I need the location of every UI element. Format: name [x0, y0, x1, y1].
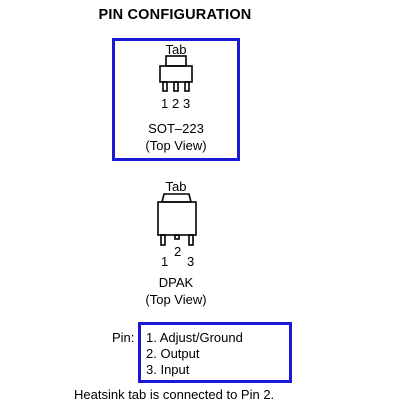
dpak-tab — [160, 193, 193, 203]
page-title: PIN CONFIGURATION — [98, 7, 252, 23]
dpak-pin-2 — [174, 234, 180, 240]
pin-list-item-2: 2. Output — [146, 346, 200, 361]
sot223-pin-3 — [184, 81, 190, 92]
pin-list-heading: Pin: — [112, 330, 135, 345]
heatsink-note: Heatsink tab is connected to Pin 2. — [74, 387, 275, 402]
sot223-pin-number-2: 2 — [172, 96, 180, 111]
sot223-body — [159, 65, 193, 83]
dpak-tab-label: Tab — [165, 179, 187, 194]
sot223-pin-number-1: 1 — [161, 96, 169, 111]
sot223-view-label: (Top View) — [145, 138, 207, 153]
sot223-pin-2 — [173, 81, 179, 92]
dpak-pin-number-3: 3 — [187, 254, 195, 269]
dpak-pin-3 — [188, 234, 194, 246]
sot223-highlight-box — [112, 38, 240, 161]
dpak-pin-number-2: 2 — [174, 244, 182, 259]
dpak-package-name: DPAK — [158, 275, 194, 290]
dpak-view-label: (Top View) — [145, 292, 207, 307]
pin-list-item-3: 3. Input — [146, 362, 190, 377]
sot223-tab-label: Tab — [165, 42, 187, 57]
dpak-package-drawing — [157, 193, 197, 246]
dpak-body — [157, 201, 197, 236]
dpak-pin-number-1: 1 — [161, 254, 169, 269]
sot223-package-name: SOT–223 — [148, 121, 204, 136]
pin-list-highlight-box — [138, 322, 292, 383]
sot223-pin-number-3: 3 — [183, 96, 191, 111]
dpak-pin-1 — [160, 234, 166, 246]
sot223-package-drawing — [159, 55, 193, 92]
sot223-pin-1 — [162, 81, 168, 92]
pin-list-item-1: 1. Adjust/Ground — [146, 330, 243, 345]
sot223-tab — [165, 55, 187, 67]
